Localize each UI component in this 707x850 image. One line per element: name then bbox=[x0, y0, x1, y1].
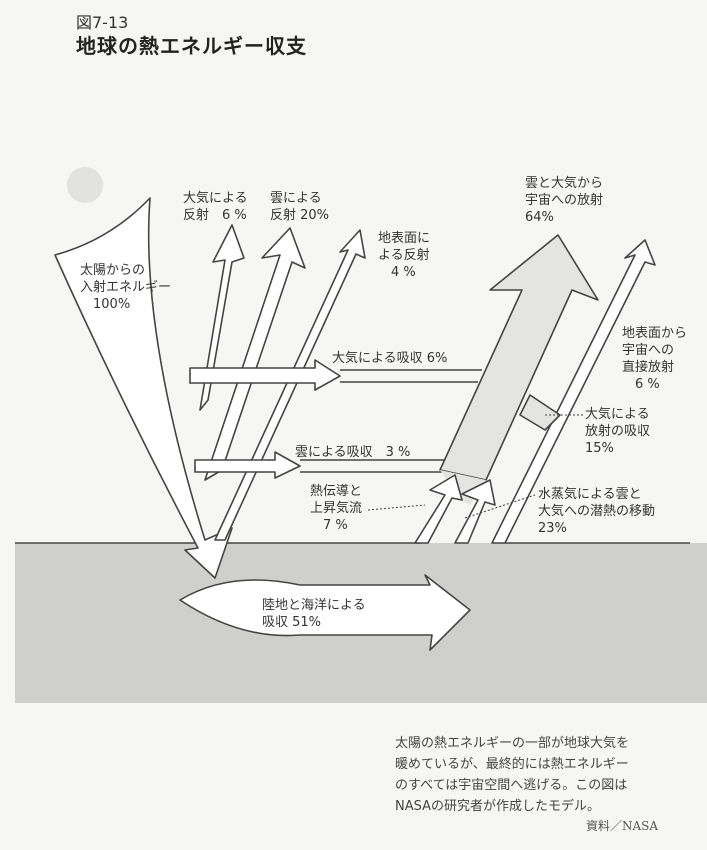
latent-heat-arrow bbox=[454, 479, 496, 544]
label-incoming: 太陽からの 入射エネルギー 100% bbox=[80, 263, 172, 312]
cloud-absorption-arrow bbox=[194, 451, 301, 479]
label-latent-heat: 水蒸気による雲と 大気への潜熱の移動 23% bbox=[538, 487, 656, 536]
label-space-emission: 雲と大気から 宇宙への放射 64% bbox=[525, 176, 604, 225]
source-credit: 資料／NASA bbox=[586, 819, 659, 833]
label-atmosphere-reflection: 大気による 反射 6 % bbox=[183, 191, 248, 223]
caption: 太陽の熱エネルギーの一部が地球大気を 暖めているが、最終的には熱エネルギー のす… bbox=[395, 736, 630, 814]
figure-number: 図7-13 bbox=[76, 13, 129, 32]
label-cloud-reflection: 雲による 反射 20% bbox=[270, 191, 330, 223]
label-conduction: 熱伝導と 上昇気流 7 % bbox=[310, 484, 363, 533]
label-surface-reflection: 地表面に よる反射 4 % bbox=[378, 231, 431, 280]
space-emission-arrow bbox=[439, 234, 599, 481]
label-atmosphere-radiation-absorption: 大気による 放射の吸収 15% bbox=[585, 407, 651, 456]
label-cloud-absorption: 雲による吸収 3 % bbox=[295, 445, 411, 460]
label-ground-absorption: 陸地と海洋による 吸収 51% bbox=[262, 598, 366, 630]
conduction-arrow bbox=[414, 474, 463, 544]
sun-icon bbox=[67, 167, 103, 203]
atmosphere-absorption-arrow bbox=[189, 359, 341, 391]
label-surface-direct-emission: 地表面から 宇宙への 直接放射 6 % bbox=[622, 326, 688, 392]
surface-direct-emission-arrow bbox=[491, 239, 656, 544]
ground-absorption-arrow bbox=[179, 574, 471, 651]
atmosphere-radiation-absorption bbox=[519, 394, 561, 431]
label-atmosphere-absorption: 大気による吸収 6% bbox=[332, 351, 448, 366]
diagram-title: 地球の熱エネルギー収支 bbox=[76, 34, 307, 58]
cloud-reflection-arrow bbox=[204, 227, 306, 481]
incoming-energy-arrow bbox=[54, 197, 233, 579]
